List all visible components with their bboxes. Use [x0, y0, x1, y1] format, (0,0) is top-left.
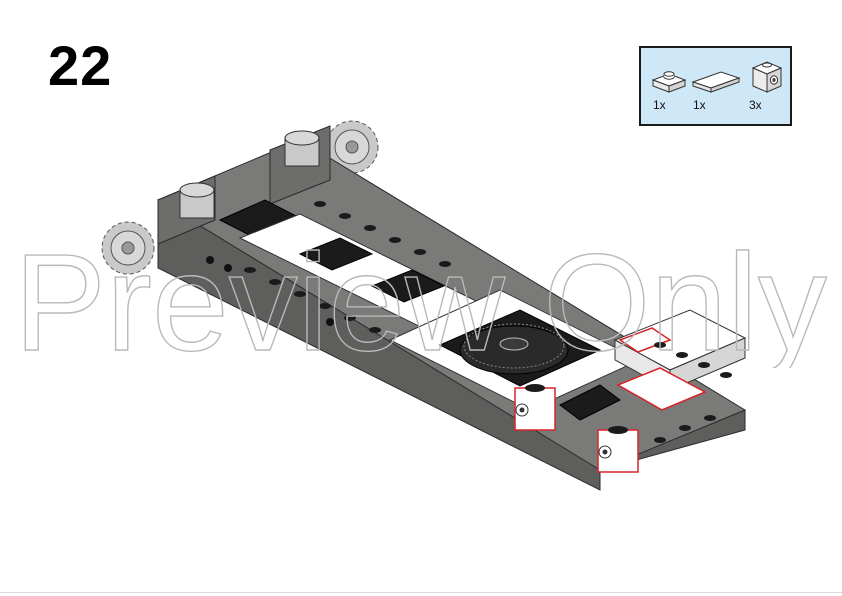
highlighted-brick [597, 426, 639, 473]
page-divider [0, 592, 842, 593]
parts-list-callout: 1x 1x 3x [639, 46, 792, 126]
parts-item-qty: 1x [653, 98, 666, 112]
gear-icon [325, 120, 379, 174]
gear-icon [101, 221, 155, 275]
plate-1x1-icon [651, 71, 687, 93]
parts-item-tile: 1x [691, 68, 741, 112]
parts-item-plate: 1x [651, 70, 687, 112]
parts-item-brick: 3x [749, 56, 785, 112]
highlighted-tile [616, 367, 707, 411]
highlighted-brick [514, 384, 556, 431]
step-number: 22 [48, 34, 113, 97]
highlighted-plate [618, 327, 672, 353]
tile-1x2-icon [691, 71, 741, 93]
parts-item-qty: 1x [693, 98, 706, 112]
parts-item-qty: 3x [749, 98, 762, 112]
brick-1x1-stud-side-icon [751, 61, 783, 93]
